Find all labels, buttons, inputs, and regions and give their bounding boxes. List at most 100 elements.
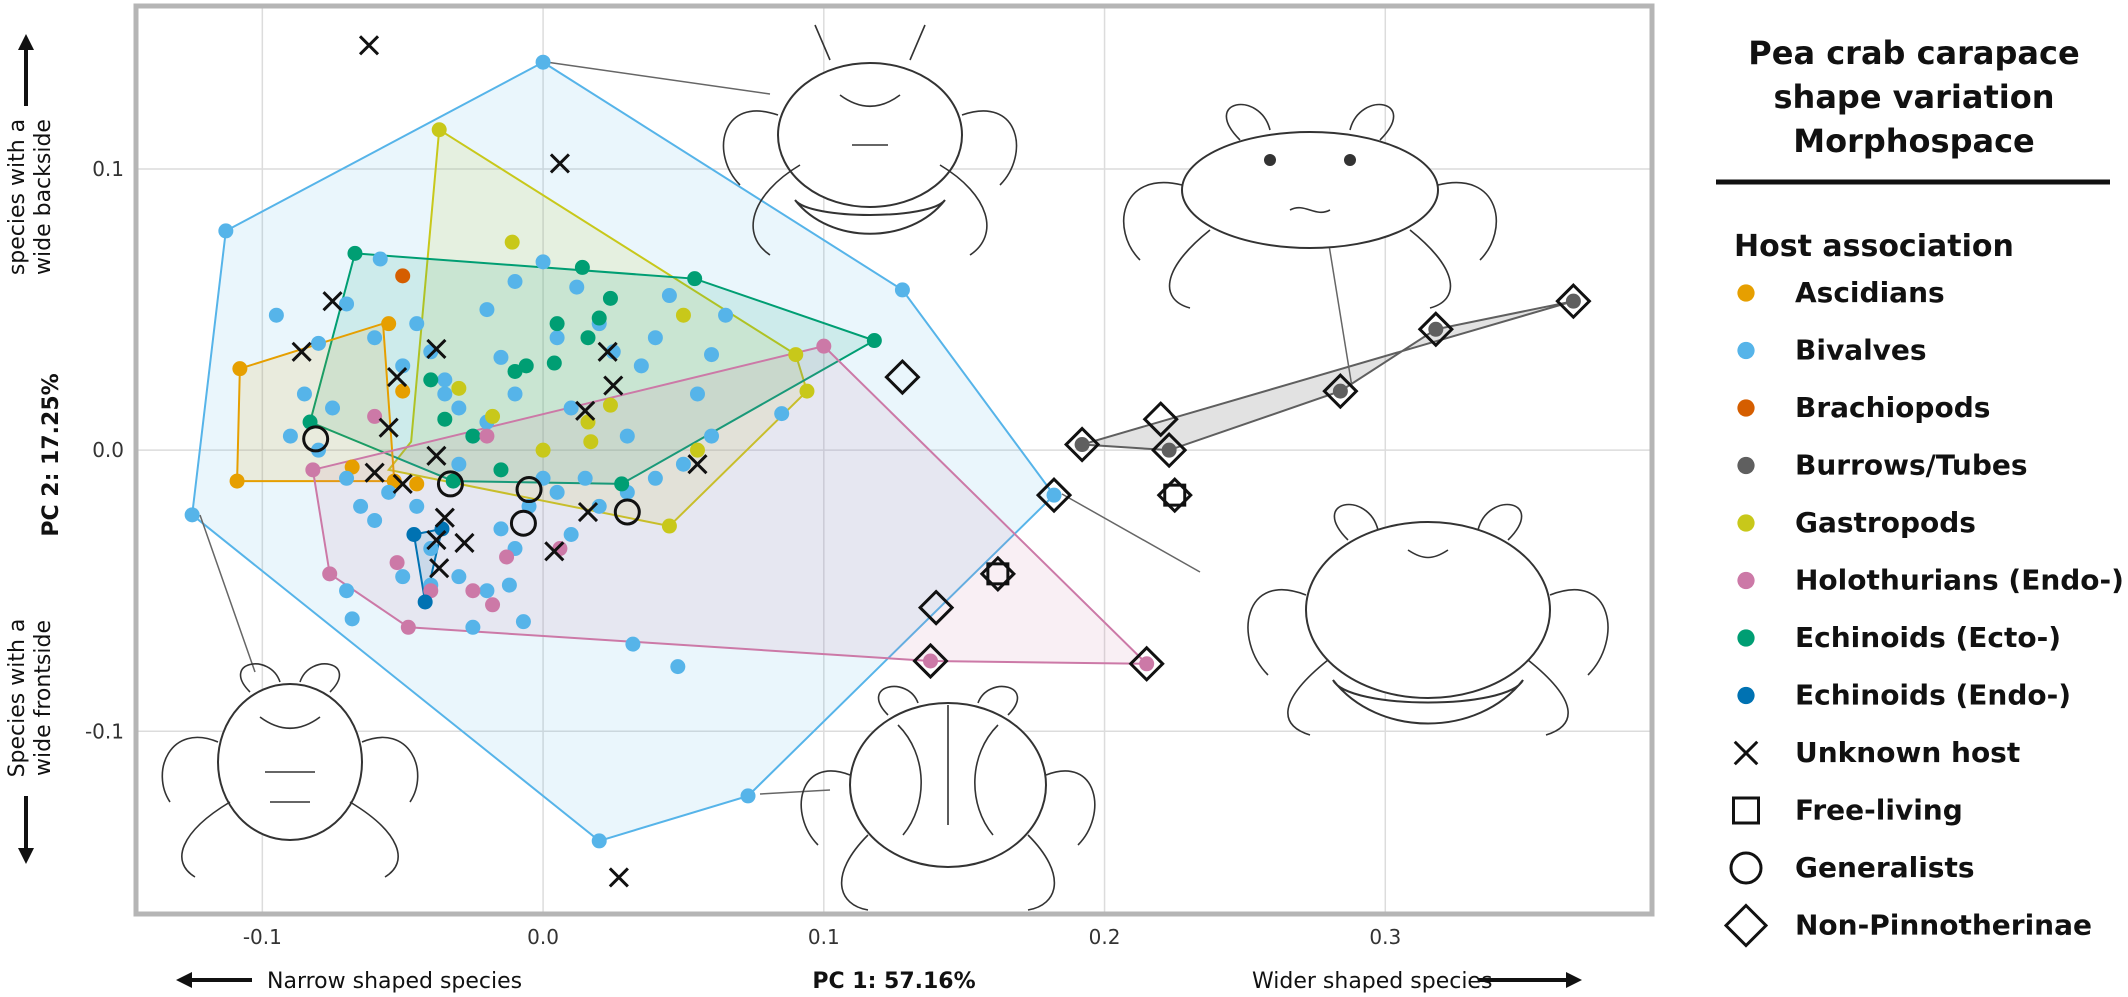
- legend-panel: Pea crab carapace shape variation Morpho…: [1716, 34, 2124, 948]
- point-bivalves-3: [740, 788, 756, 804]
- point-burrows-tubes-3: [1332, 383, 1348, 399]
- point-bivalves-21: [569, 279, 585, 295]
- point-holothurians-endo-7: [423, 583, 439, 599]
- legend-item-holothurians-endo: Holothurians (Endo-): [1737, 564, 2124, 597]
- point-bivalves-39: [451, 569, 467, 585]
- point-unknown-host-8: [392, 473, 413, 494]
- legend-title-line-2: shape variation: [1774, 78, 2055, 116]
- point-unknown-host-7: [364, 462, 385, 483]
- point-ascidians-5: [395, 383, 411, 399]
- point-non-pinnotherinae-9: [1322, 373, 1359, 410]
- point-bivalves-14: [437, 372, 453, 388]
- legend-marker-gastropods: [1737, 514, 1755, 532]
- point-gastropods-5: [675, 307, 691, 323]
- point-unknown-host-0: [358, 35, 380, 56]
- point-echinoids-ecto-9: [518, 358, 534, 374]
- legend-item-free-living: Free-living: [1732, 794, 1963, 827]
- crab-connectors: [199, 61, 1353, 795]
- point-echinoids-ecto-14: [423, 372, 439, 388]
- legend-marker-free-living: [1732, 796, 1760, 825]
- point-bivalves-68: [395, 569, 411, 585]
- point-holothurians-endo-8: [465, 583, 481, 599]
- connector-top-crab: [545, 61, 771, 95]
- point-unknown-host-6: [378, 417, 399, 438]
- point-bivalves-33: [339, 470, 355, 486]
- legend-label-brachiopods: Brachiopods: [1795, 391, 1990, 424]
- crab-illustration-top: [722, 24, 1018, 256]
- legend-item-brachiopods: Brachiopods: [1737, 391, 1990, 424]
- point-non-pinnotherinae-0: [884, 358, 921, 396]
- y-annotation-bottom-line-2: wide frontside: [31, 620, 56, 776]
- legend-item-echinoids-endo: Echinoids (Endo-): [1737, 679, 2071, 712]
- point-unknown-host-5: [387, 367, 408, 388]
- point-holothurians-endo-2: [922, 653, 938, 669]
- legend-item-gastropods: Gastropods: [1737, 506, 1976, 539]
- point-holothurians-endo-10: [499, 549, 515, 565]
- point-holothurians-endo-4: [322, 566, 338, 582]
- legend-label-free-living: Free-living: [1795, 794, 1963, 827]
- legend-items: AscidiansBivalvesBrachiopodsBurrows/Tube…: [1723, 276, 2124, 948]
- point-bivalves-40: [479, 583, 495, 599]
- point-generalists-2: [515, 476, 543, 504]
- legend-label-generalists: Generalists: [1795, 851, 1975, 884]
- crab-illustration-bottom: [800, 685, 1096, 911]
- point-holothurians-endo-3: [400, 619, 416, 635]
- legend-marker-non-pinnotherinae: [1723, 903, 1769, 948]
- legend-label-burrows-tubes: Burrows/Tubes: [1795, 449, 2028, 482]
- point-bivalves-38: [423, 541, 439, 557]
- connector-left-crab: [199, 514, 256, 673]
- x-axis-label: PC 1: 57.16%: [812, 969, 975, 994]
- point-echinoids-ecto-13: [493, 462, 509, 478]
- point-bivalves-1: [894, 282, 910, 298]
- point-bivalves-4: [591, 833, 607, 849]
- point-non-pinnotherinae-2: [912, 642, 949, 680]
- point-burrows-tubes-0: [1074, 437, 1090, 453]
- x-annotation-right-text: Wider shaped species: [1252, 969, 1492, 994]
- legend-label-non-pinnotherinae: Non-Pinnotherinae: [1795, 909, 2092, 942]
- point-bivalves-18: [507, 273, 523, 289]
- legend-item-generalists: Generalists: [1729, 851, 1975, 885]
- point-echinoids-ecto-2: [866, 333, 882, 349]
- point-unknown-host-3: [291, 341, 312, 362]
- point-unknown-host-1: [549, 153, 570, 174]
- y-tick-label-0: -0.1: [85, 719, 124, 743]
- y-annotation-top-line-2: wide backside: [31, 119, 56, 275]
- point-generalists-4: [613, 498, 641, 526]
- point-bivalves-10: [367, 330, 383, 346]
- point-echinoids-ecto-0: [347, 245, 363, 261]
- y-annotation-top-line-1: species with a: [5, 119, 30, 275]
- crab-illustration-left: [161, 663, 419, 878]
- connector-upper-right-crab: [1328, 244, 1353, 388]
- point-burrows-tubes-2: [1428, 321, 1444, 337]
- point-echinoids-ecto-11: [507, 363, 523, 379]
- point-bivalves-63: [325, 400, 341, 416]
- point-echinoids-ecto-15: [437, 411, 453, 427]
- x-tick-label-1: 0.0: [527, 925, 559, 949]
- point-bivalves-62: [296, 386, 312, 402]
- point-gastropods-1: [788, 347, 804, 363]
- point-bivalves-55: [339, 583, 355, 599]
- point-unknown-host-20: [608, 867, 629, 888]
- legend-marker-unknown-host: [1733, 740, 1759, 766]
- point-generalists-1: [436, 470, 464, 498]
- point-bivalves-9: [339, 296, 355, 312]
- point-bivalves-16: [479, 302, 495, 318]
- point-bivalves-29: [718, 307, 734, 323]
- point-bivalves-30: [774, 406, 790, 422]
- point-free-living-1: [1163, 483, 1187, 507]
- point-non-pinnotherinae-8: [1156, 477, 1193, 514]
- point-gastropods-7: [602, 397, 618, 413]
- point-bivalves-0: [535, 54, 551, 70]
- point-unknown-host-14: [597, 341, 618, 362]
- point-bivalves-11: [372, 251, 388, 267]
- point-non-pinnotherinae-7: [1151, 432, 1188, 469]
- point-unknown-host-11: [429, 558, 450, 579]
- point-unknown-host-2: [322, 291, 343, 312]
- point-bivalves-65: [507, 386, 523, 402]
- point-gastropods-0: [431, 122, 447, 138]
- legend-marker-echinoids-ecto: [1737, 629, 1755, 647]
- point-gastropods-2: [799, 383, 815, 399]
- point-bivalves-35: [367, 512, 383, 528]
- point-bivalves-44: [549, 484, 565, 500]
